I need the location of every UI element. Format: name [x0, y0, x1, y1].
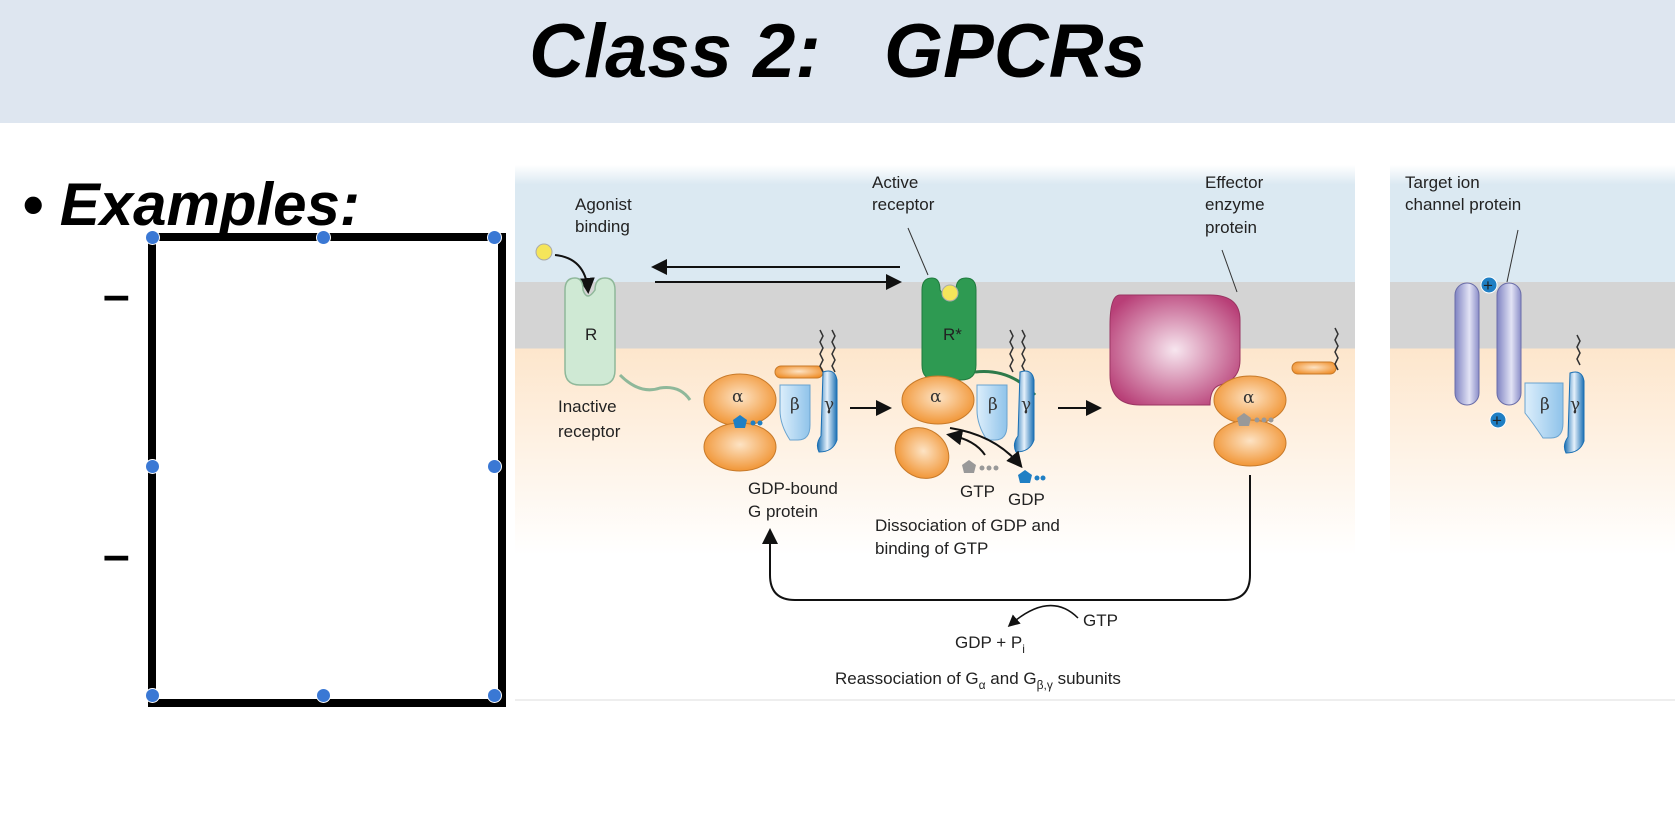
resize-handle-top[interactable]: [316, 230, 331, 245]
resize-handle-top-left[interactable]: [145, 230, 160, 245]
dissociation-label-2: binding of GTP: [875, 539, 988, 558]
sub-bullet-2: –: [103, 529, 130, 582]
alpha-label: α: [732, 387, 744, 407]
alpha-label-effector: α: [1243, 388, 1255, 408]
gdp-pi-label: GDP + Pi: [955, 633, 1025, 656]
inactive-receptor-label-1: Inactive: [558, 397, 617, 416]
selected-shape-placeholder[interactable]: [148, 233, 506, 707]
gamma-label-channel: γ: [1570, 395, 1580, 415]
reassociation-arrow: [762, 475, 1251, 601]
ion-channel-left: [1454, 282, 1480, 406]
alpha-label-active: α: [930, 387, 942, 407]
resize-handle-left[interactable]: [145, 459, 160, 474]
bullet-marker: •: [22, 171, 44, 238]
effector-label-2: enzyme: [1205, 195, 1265, 214]
beta-label-active: β: [988, 395, 998, 415]
gtp-label: GTP: [960, 482, 995, 501]
ion-channel-right: [1496, 282, 1522, 406]
active-receptor-label-1: Active: [872, 173, 918, 192]
gtp-bottom-label: GTP: [1083, 611, 1118, 630]
active-receptor-label-2: receptor: [872, 195, 935, 214]
dissociation-label-1: Dissociation of GDP and: [875, 516, 1060, 535]
active-receptor-shape: [921, 277, 977, 381]
svg-text:+: +: [1492, 411, 1502, 430]
effector-enzyme-shape: [1109, 294, 1241, 406]
slide-title: Class 2: GPCRs: [529, 9, 1146, 94]
target-ion-label-2: channel protein: [1405, 195, 1521, 214]
gdp-bound-label-1: GDP-bound: [748, 479, 838, 498]
svg-text:+: +: [1483, 276, 1493, 295]
gamma-label-active: γ: [1021, 395, 1031, 415]
resize-handle-right[interactable]: [487, 459, 502, 474]
agonist-ligand-icon: [535, 243, 553, 261]
inactive-receptor-shape: [564, 277, 616, 386]
resize-handle-bottom-right[interactable]: [487, 688, 502, 703]
target-ion-label-1: Target ion: [1405, 173, 1480, 192]
effector-label-3: protein: [1205, 218, 1257, 237]
effector-label-1: Effector: [1205, 173, 1264, 192]
beta-label-channel: β: [1540, 395, 1550, 415]
agonist-label-2: binding: [575, 217, 630, 236]
activated-g-protein: α β γ: [894, 329, 1046, 483]
bullet-examples: • Examples:: [22, 170, 360, 239]
resize-handle-bottom[interactable]: [316, 688, 331, 703]
title-bar: Class 2: GPCRs: [0, 0, 1675, 123]
gdp-bound-g-protein: α β γ: [703, 329, 838, 472]
gdp-bound-label-2: G protein: [748, 502, 818, 521]
ion-channel-panel-background: [1390, 165, 1675, 555]
gamma-label: γ: [824, 395, 834, 415]
inactive-receptor-label-2: receptor: [558, 422, 621, 441]
receptor-r-star-label: R*: [943, 325, 962, 344]
receptor-r-label: R: [585, 325, 597, 344]
g-alpha-gtp: α: [1213, 327, 1339, 467]
sub-bullet-1: –: [103, 269, 130, 322]
resize-handle-bottom-left[interactable]: [145, 688, 160, 703]
bullet-text: Examples:: [59, 171, 360, 238]
gdp-label: GDP: [1008, 490, 1045, 509]
beta-label: β: [790, 395, 800, 415]
reassociation-label: Reassociation of Gα and Gβ,γ subunits: [835, 669, 1121, 692]
resize-handle-top-right[interactable]: [487, 230, 502, 245]
agonist-label-1: Agonist: [575, 195, 632, 214]
